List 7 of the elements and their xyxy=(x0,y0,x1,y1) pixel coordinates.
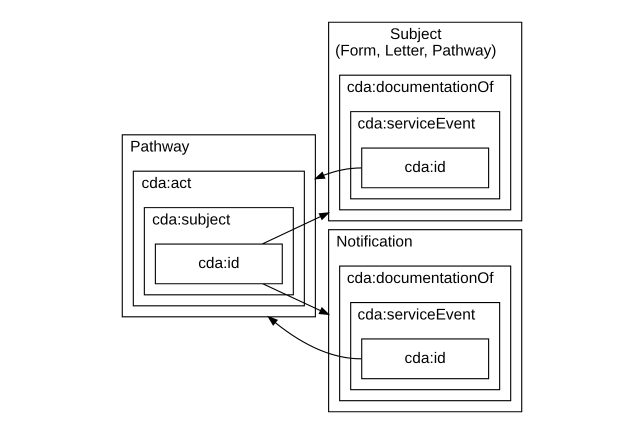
node-box: cda:id xyxy=(361,338,490,379)
arrow xyxy=(314,166,362,179)
arrow xyxy=(267,315,362,359)
node-box: cda:id xyxy=(154,242,283,284)
arrow xyxy=(262,212,330,244)
node-box: cda:id xyxy=(361,146,490,188)
arrow xyxy=(262,282,330,315)
